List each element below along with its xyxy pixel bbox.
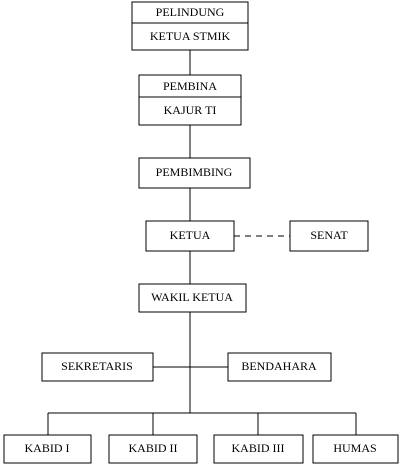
node-pelindung-subtitle: KETUA STMIK <box>150 29 231 43</box>
node-pembina-subtitle: KAJUR TI <box>164 103 217 117</box>
node-pembimbing-box <box>138 157 251 189</box>
node-ketua-box <box>145 220 235 252</box>
node-senat: SENAT <box>289 220 369 252</box>
node-sekretaris: SEKRETARIS <box>41 352 154 382</box>
node-wakil-ketua: WAKIL KETUA <box>138 283 247 313</box>
node-senat-label: SENAT <box>310 228 348 242</box>
node-wakil-ketua-box <box>138 283 247 313</box>
node-kabid-1-box <box>3 434 92 464</box>
node-sekretaris-box <box>41 352 154 382</box>
node-humas: HUMAS <box>312 434 399 464</box>
node-pelindung: PELINDUNG KETUA STMIK <box>131 1 249 51</box>
node-kabid-3-box <box>213 434 304 464</box>
node-kabid-1-label: KABID I <box>25 441 70 455</box>
connectors <box>47 50 357 435</box>
node-pembimbing: PEMBIMBING <box>138 157 251 189</box>
node-kabid-1: KABID I <box>3 434 92 464</box>
node-pembina: PEMBINA KAJUR TI <box>138 74 242 126</box>
node-pelindung-title: PELINDUNG <box>156 5 225 19</box>
node-pembina-box <box>138 74 242 126</box>
node-ketua: KETUA <box>145 220 235 252</box>
node-pembimbing-label: PEMBIMBING <box>156 165 233 179</box>
node-kabid-3: KABID III <box>213 434 304 464</box>
node-bendahara: BENDAHARA <box>227 352 332 382</box>
node-kabid-2: KABID II <box>108 434 198 464</box>
node-pelindung-box <box>131 1 249 51</box>
node-wakil-ketua-label: WAKIL KETUA <box>151 290 233 304</box>
node-pembina-title: PEMBINA <box>163 79 217 93</box>
node-kabid-3-label: KABID III <box>232 441 285 455</box>
node-ketua-label: KETUA <box>170 228 211 242</box>
node-kabid-2-box <box>108 434 198 464</box>
node-bendahara-box <box>227 352 332 382</box>
node-humas-label: HUMAS <box>333 441 376 455</box>
node-bendahara-label: BENDAHARA <box>241 359 317 373</box>
node-kabid-2-label: KABID II <box>129 441 178 455</box>
node-humas-box <box>312 434 399 464</box>
node-senat-box <box>289 220 369 252</box>
node-sekretaris-label: SEKRETARIS <box>61 359 133 373</box>
